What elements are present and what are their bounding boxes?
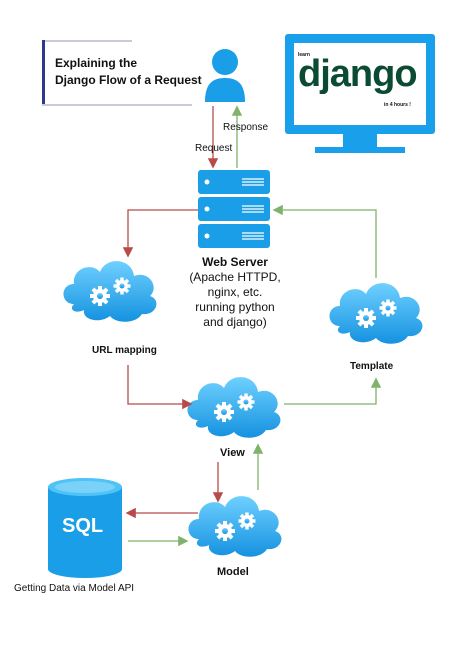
web-server-detail-1: (Apache HTTPD,	[189, 270, 281, 284]
template-to-server-arrow	[272, 204, 377, 278]
view-to-template-arrow	[284, 377, 382, 405]
database-caption: Getting Data via Model API	[14, 583, 135, 594]
url-mapping-label: URL mapping	[92, 345, 157, 356]
view-cloud-icon	[188, 377, 281, 438]
database-icon	[48, 478, 122, 578]
monitor-icon	[285, 34, 435, 153]
template-label: Template	[350, 361, 394, 372]
monitor-small-top: learn	[298, 52, 310, 58]
web-server-detail-2: nginx, etc.	[207, 285, 263, 299]
title-accent-top	[42, 40, 132, 42]
web-server-title: Web Server	[202, 255, 268, 269]
diagram-title: Explaining the Django Flow of a Request	[55, 55, 215, 89]
monitor-brand: django	[298, 53, 418, 95]
server-icon	[198, 170, 270, 248]
monitor-small-bottom: in 4 hours !	[384, 102, 411, 108]
web-server-detail-4: and django)	[203, 315, 267, 329]
title-accent-bottom	[42, 104, 192, 106]
url-mapping-cloud-icon	[64, 261, 157, 322]
web-server-detail-3: running python	[195, 300, 275, 314]
web-server-text: Web Server (Apache HTTPD, nginx, etc. ru…	[180, 255, 290, 330]
title-line-2: Django Flow of a Request	[55, 73, 202, 87]
model-cloud-icon	[189, 496, 282, 557]
response-label: Response	[223, 122, 269, 133]
server-to-url-arrow	[122, 209, 198, 258]
request-label: Request	[195, 143, 233, 154]
model-label: Model	[217, 566, 249, 578]
title-line-1: Explaining the	[55, 56, 138, 70]
user-icon	[205, 49, 245, 102]
title-accent-bar	[42, 40, 45, 106]
template-cloud-icon	[330, 283, 423, 344]
view-label: View	[220, 447, 245, 459]
url-to-view-arrow	[127, 365, 193, 410]
sql-label: SQL	[62, 515, 104, 537]
